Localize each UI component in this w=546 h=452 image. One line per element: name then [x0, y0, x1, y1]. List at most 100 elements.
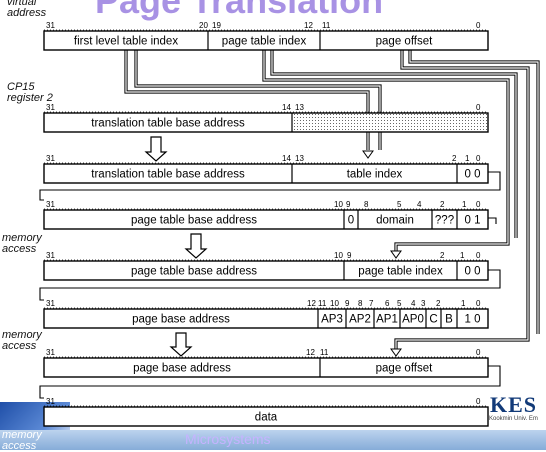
feedback-second-level	[39, 269, 501, 301]
bit-number: 9	[347, 251, 352, 260]
line-page-offset-b	[408, 50, 540, 334]
field-label: 1 0	[465, 314, 481, 326]
cp15-label: CP15 register 2	[7, 82, 57, 104]
feedback-first-level	[39, 171, 501, 201]
bit-number: 31	[46, 21, 55, 30]
bit-number: 0	[476, 21, 481, 30]
bit-number: 2	[440, 200, 445, 209]
bit-number: 0	[476, 397, 481, 406]
bit-number: 12	[304, 21, 313, 30]
register-box	[43, 406, 489, 427]
field-label: 0	[348, 215, 354, 227]
field-label: table index	[347, 169, 403, 181]
logo-caption: Kookmin Univ. Em	[489, 416, 538, 422]
bit-number: 1	[465, 154, 470, 163]
bit-number: 4	[417, 200, 422, 209]
line-first-level-index-inner	[125, 50, 369, 150]
field-label: page base address	[132, 314, 230, 326]
line-first-level-index-b-inner	[135, 50, 381, 150]
bit-number: 31	[46, 397, 55, 406]
virtual-address-text: virtual address	[7, 0, 47, 19]
memory-access-text-3: memory access	[2, 429, 42, 452]
bit-number: 3	[421, 299, 426, 308]
field-label: 0 0	[465, 169, 481, 181]
bit-number: 13	[295, 154, 304, 163]
register-virtual-address: first level table index page table index p…	[43, 21, 489, 51]
register-box	[43, 30, 489, 51]
bit-number: 10	[334, 251, 343, 260]
bit-number: 11	[320, 348, 329, 357]
footer-text: Microsystems	[185, 431, 271, 447]
line-page-table-index-b-inner	[271, 50, 517, 238]
feedback-physical	[39, 365, 501, 399]
field-label: page table base address	[131, 266, 257, 278]
feedback-descriptor	[488, 217, 497, 224]
arrow-page-offset	[390, 348, 402, 357]
register-second-level-descriptor-address: page table base address page table index 0…	[43, 251, 489, 281]
university-logo: KES Kookmin Univ. Em	[486, 392, 546, 428]
memory-access-text-1: memory access	[2, 232, 42, 255]
bit-number: 2	[452, 154, 457, 163]
bit-number: 1	[460, 251, 465, 260]
field-label: AP0	[402, 314, 424, 326]
memory-access-text-2: memory access	[2, 329, 42, 352]
bit-number: 1	[461, 299, 466, 308]
line-page-table-index-inner	[263, 50, 509, 252]
pba-copy-arrow	[169, 332, 193, 357]
bit-number: 0	[476, 200, 481, 209]
field-label: data	[255, 412, 278, 424]
field-label: page table base address	[131, 215, 257, 227]
field-label: B	[445, 314, 453, 326]
bit-number: 0	[476, 251, 481, 260]
bit-number: 4	[411, 299, 416, 308]
field-label: AP2	[349, 314, 371, 326]
field-label: page table index	[358, 266, 443, 278]
arrow-first-level-index	[362, 150, 374, 159]
bit-number: 0	[476, 154, 481, 163]
field-label: translation table base address	[91, 169, 245, 181]
reserved-field-shading	[292, 113, 488, 132]
field-label: page table index	[222, 36, 307, 48]
bit-number: 9	[345, 299, 350, 308]
cp15-text: CP15 register 2	[7, 81, 53, 104]
bit-number: 12	[306, 348, 315, 357]
ttb-copy-arrow	[144, 136, 168, 162]
field-label: page offset	[376, 363, 434, 375]
line-first-level-index	[124, 50, 370, 150]
memory-access-label-1: memory access	[2, 233, 46, 255]
bit-number: 31	[46, 154, 55, 163]
field-label: page base address	[133, 363, 231, 375]
bit-number: 0	[476, 348, 481, 357]
bit-number: 31	[46, 251, 55, 260]
bit-number: 1	[462, 200, 467, 209]
bit-number: 31	[46, 103, 55, 112]
register-box	[43, 260, 489, 281]
line-page-offset-inner	[395, 50, 529, 350]
bit-number: 31	[46, 348, 55, 357]
bit-number: 5	[397, 200, 402, 209]
bit-number: 31	[46, 200, 55, 209]
bit-number: 5	[397, 299, 402, 308]
bit-number: 31	[46, 299, 55, 308]
bit-number: 8	[364, 200, 369, 209]
arrow-page-table-index	[390, 250, 402, 259]
bit-number: 2	[436, 299, 441, 308]
field-label: page offset	[376, 36, 434, 48]
field-label: domain	[376, 215, 414, 227]
bit-number: 19	[212, 21, 221, 30]
line-page-offset-b-inner	[409, 50, 539, 334]
bit-number: 13	[295, 103, 304, 112]
line-first-level-index-b	[134, 50, 382, 150]
bit-number: 6	[385, 299, 390, 308]
footer-band	[0, 430, 546, 450]
ptb-copy-arrow	[184, 233, 208, 259]
bit-number: 0	[476, 299, 481, 308]
field-label: first level table index	[74, 36, 178, 48]
register-box	[43, 209, 489, 230]
bit-number: 14	[282, 154, 291, 163]
bit-number: 14	[282, 103, 291, 112]
